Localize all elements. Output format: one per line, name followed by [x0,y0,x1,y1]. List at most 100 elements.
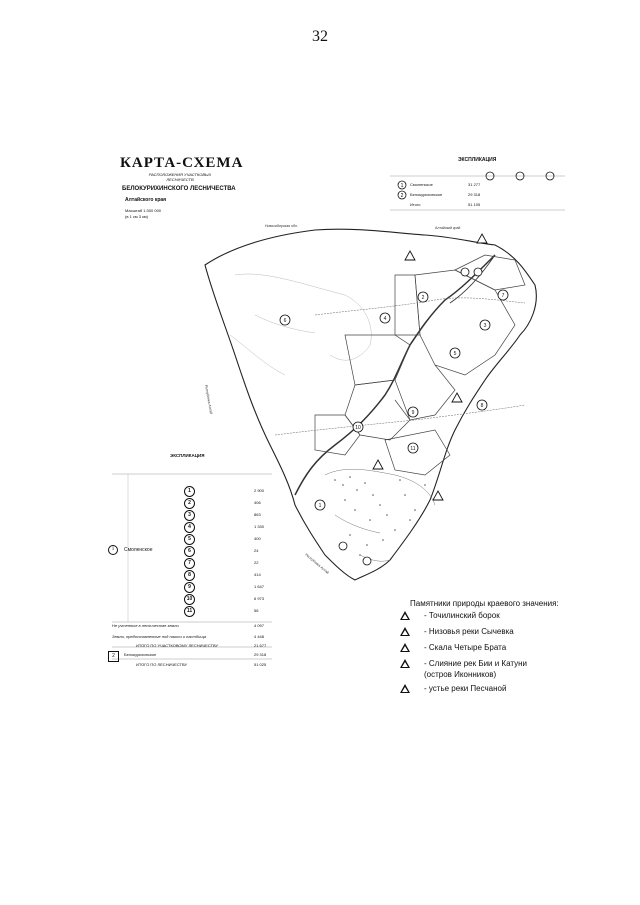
parcel-label-3: 3 [484,323,487,329]
svg-text:1: 1 [401,183,404,189]
explication-row-11-value: 56 [254,608,259,613]
map-subtitle-forestry: БЕЛОКУРИХИНСКОГО ЛЕСНИЧЕСТВА [122,186,236,192]
parcel-4: 4 [379,312,391,324]
explication-top-row-1-value: 31 277 [468,182,481,187]
lesnichestvo-2-value: 29 318 [254,652,267,657]
explication-row-4: 4 1 330 [112,522,272,534]
explication-top-title: ЭКСПЛИКАЦИЯ [458,157,497,163]
parcel-9: 9 [407,406,419,418]
triangle-icon [400,611,410,620]
legend-item-4-subtext: (остров Иконников) [424,670,497,679]
legend-item-5-text: - устье реки Песчаной [424,684,507,693]
monument-marker-1 [476,233,488,244]
explication-row-4-number: 4 [184,522,195,533]
parcel-label-9: 9 [412,410,415,416]
parcel-6: 6 [279,314,291,326]
monument-marker-5 [432,490,444,501]
lesnichestvo-2-name: Белокурихинское [124,652,157,657]
explication-row-2-number: 2 [184,498,195,509]
parcel-3: 3 [479,319,491,331]
svg-text:2: 2 [401,193,404,199]
map-title: КАРТА-СХЕМА [120,155,244,171]
explication-top-row-3-value: 51 105 [468,202,481,207]
explication-top-row-2-name: Белокурихинское [410,192,443,197]
explication-row-11-number: 11 [184,606,195,617]
total-value: 51 025 [254,662,267,667]
parcel-label-4: 4 [384,316,387,322]
explication-title: ЭКСПЛИКАЦИЯ [170,453,205,458]
explication-row-9: 9 1 647 [112,582,272,594]
explication-frame [112,473,272,660]
explication-row-9-value: 1 647 [254,584,265,589]
map-label-top: Новосибирская обл. [265,224,298,228]
total-label: ИТОГО ПО ЛЕСНИЧЕСТВУ [136,662,188,667]
parcel-label-11: 11 [410,446,415,452]
parcel-label-8: 8 [481,403,484,409]
explication-top-table: 1 2 Смоленское 31 277 Белокурихинское 29… [390,166,565,216]
explication-row-7-number: 7 [184,558,195,569]
explication-top-row-3-name: Итого [410,202,421,207]
explication-row-1-value: 2 900 [254,488,265,493]
triangle-icon [400,684,410,693]
river-main [294,254,496,496]
parcel-label-7: 7 [502,293,505,299]
explication-row-10-value: 6 973 [254,596,265,601]
explication-top-row-1-name: Смоленское [410,182,433,187]
explication-row-8: 8 414 [112,570,272,582]
explication-row-6-value: 24 [254,548,259,553]
explication-row-2-value: 406 [254,500,261,505]
monument-marker-4 [372,459,384,470]
legend-item-3-text: - Скала Четыре Брата [424,643,507,652]
summary-label-1: Не учтенные в лесничестве земли [112,623,179,628]
parcel-label-6: 6 [284,318,287,324]
explication-row-7: 7 22 [112,558,272,570]
parcel-5: 5 [449,347,461,359]
lesnichestvo-1-marker: 1 [108,545,122,555]
monument-marker-2 [404,250,416,261]
explication-row-8-number: 8 [184,570,195,581]
map-label-left: Республика Алтай [204,384,213,414]
triangle-icon [400,643,410,652]
explication-row-3-number: 3 [184,510,195,521]
lesnichestvo-1-name: Смоленское [124,547,153,553]
explication-top-row-2-value: 29 318 [468,192,481,197]
map-region: Алтайского края [125,197,167,203]
parcel-7: 7 [497,289,509,301]
explication-row-1-number: 1 [184,486,195,497]
parcel-label-10: 10 [355,425,361,431]
parcel-label-5: 5 [454,351,457,357]
explication-top-frame: 1 2 [390,171,565,211]
explication-row-8-value: 414 [254,572,261,577]
explication-row-10: 10 6 973 [112,594,272,606]
lesnichestvo-2-number: 2 [108,651,119,662]
explication-row-7-value: 22 [254,560,259,565]
summary-label-3: ИТОГО ПО УЧАСТКОВОМУ ЛЕСНИЧЕСТВУ [136,643,219,648]
parcel-8: 8 [476,399,488,411]
page-number: 32 [312,28,328,45]
parcel-2: 2 [417,291,429,303]
parcel-10: 10 [352,421,364,433]
map-outer-boundary [204,228,537,581]
explication-row-1: 1 2 900 [112,486,272,498]
explication-row-11: 11 56 [112,606,272,618]
legend-item-1-text: - Точилинский борок [424,611,500,620]
forestry-map: 1 2 3 4 5 6 7 8 9 10 11 Новосибирская об… [204,224,537,581]
map-subtitle: РАСПОЛОЖЕНИЯ УЧАСТКОВЫХ ЛЕСНИЧЕСТВ [148,172,212,182]
parcel-label-2: 2 [422,295,425,301]
map-scale-note: (в 1 см 3 км) [125,214,148,219]
monument-marker-3 [451,392,463,403]
map-label-right: Алтайский край [435,226,460,230]
explication-row-5-number: 5 [184,534,195,545]
explication-row-6: 6 24 [112,546,272,558]
parcel-1: 1 [314,499,326,511]
explication-row-5-value: 400 [254,536,261,541]
explication-row-4-value: 1 330 [254,524,265,529]
map-scale: Масштаб 1:300 000 [125,208,162,213]
legend-item-4-text: - Слияние рек Бии и Катуни [424,659,527,668]
explication-row-9-number: 9 [184,582,195,593]
summary-value-2: 4 448 [254,634,265,639]
triangle-icon [400,627,410,636]
explication-row-3: 3 863 [112,510,272,522]
legend-item-2-text: - Низовья реки Сычевка [424,627,514,636]
triangle-icon [400,659,410,668]
